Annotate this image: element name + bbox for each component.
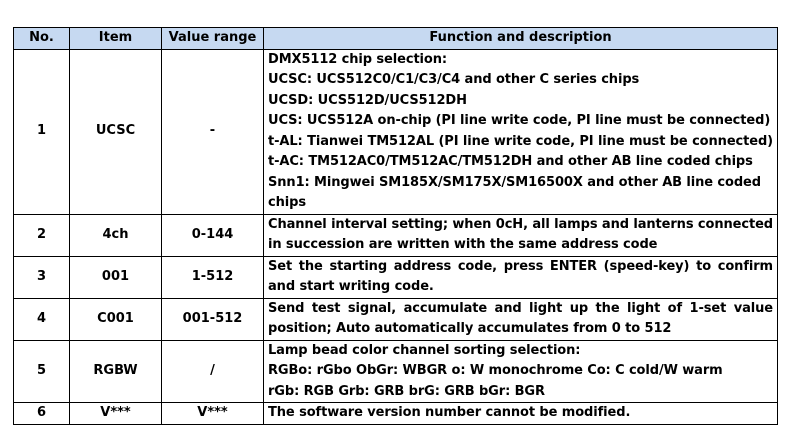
row-item: 001 (69, 255, 162, 299)
description-line: UCSC: UCS512C0/C1/C3/C4 and other C seri… (268, 72, 640, 87)
description-line: Lamp bead color channel sorting selectio… (268, 342, 581, 358)
row-description: Set the starting address code, press ENT… (263, 255, 778, 299)
function-table: No. Item Value range Function and descri… (13, 27, 778, 425)
row-range: 0-144 (161, 213, 264, 257)
row-item: UCSC (69, 48, 162, 215)
table-row: 3 001 1-512 Set the starting address cod… (13, 255, 778, 299)
row-range: 1-512 (161, 255, 264, 299)
description-line: rGb: RGB Grb: GRB brG: GRB bGr: BGR (268, 383, 545, 399)
header-no: No. (13, 27, 70, 50)
table-row: 1 UCSC - DMX5112 chip selection: UCSC: U… (13, 48, 778, 215)
row-item: 4ch (69, 213, 162, 257)
header-value-range: Value range (161, 27, 264, 50)
row-description: Lamp bead color channel sorting selectio… (263, 339, 778, 403)
description-line: t-AC: TM512AC0/TM512AC/TM512DH and other… (268, 154, 753, 169)
table-row: 5 RGBW / Lamp bead color channel sorting… (13, 339, 778, 403)
row-no: 4 (13, 297, 70, 341)
description-line: chips (268, 195, 306, 210)
header-item: Item (69, 27, 162, 50)
row-range: - (161, 48, 264, 215)
header-function: Function and description (263, 27, 778, 50)
description-line: RGBo: rGbo ObGr: WBGR o: W monochrome Co… (268, 363, 723, 378)
description-line: t-AL: Tianwei TM512AL (PI line write cod… (268, 133, 774, 149)
row-item: C001 (69, 297, 162, 341)
table-row: 4 C001 001-512 Send test signal, accumul… (13, 297, 778, 341)
row-item: RGBW (69, 339, 162, 403)
header-row: No. Item Value range Function and descri… (13, 27, 778, 50)
table-row: 2 4ch 0-144 Channel interval setting; wh… (13, 213, 778, 257)
row-range: / (161, 339, 264, 403)
description-line: UCS: UCS512A on-chip (PI line write code… (268, 113, 771, 128)
row-no: 1 (13, 48, 70, 215)
description-line: DMX5112 chip selection: (268, 51, 447, 67)
row-description: Channel interval setting; when 0cH, all … (263, 213, 778, 257)
row-no: 2 (13, 213, 70, 257)
row-description: DMX5112 chip selection: UCSC: UCS512C0/C… (263, 48, 778, 215)
description-line: Snn1: Mingwei SM185X/SM175X/SM16500X and… (268, 174, 761, 190)
row-no: 3 (13, 255, 70, 299)
row-range: 001-512 (161, 297, 264, 341)
row-no: 5 (13, 339, 70, 403)
description-line: UCSD: UCS512D/UCS512DH (268, 92, 467, 108)
row-description: Send test signal, accumulate and light u… (263, 297, 778, 341)
